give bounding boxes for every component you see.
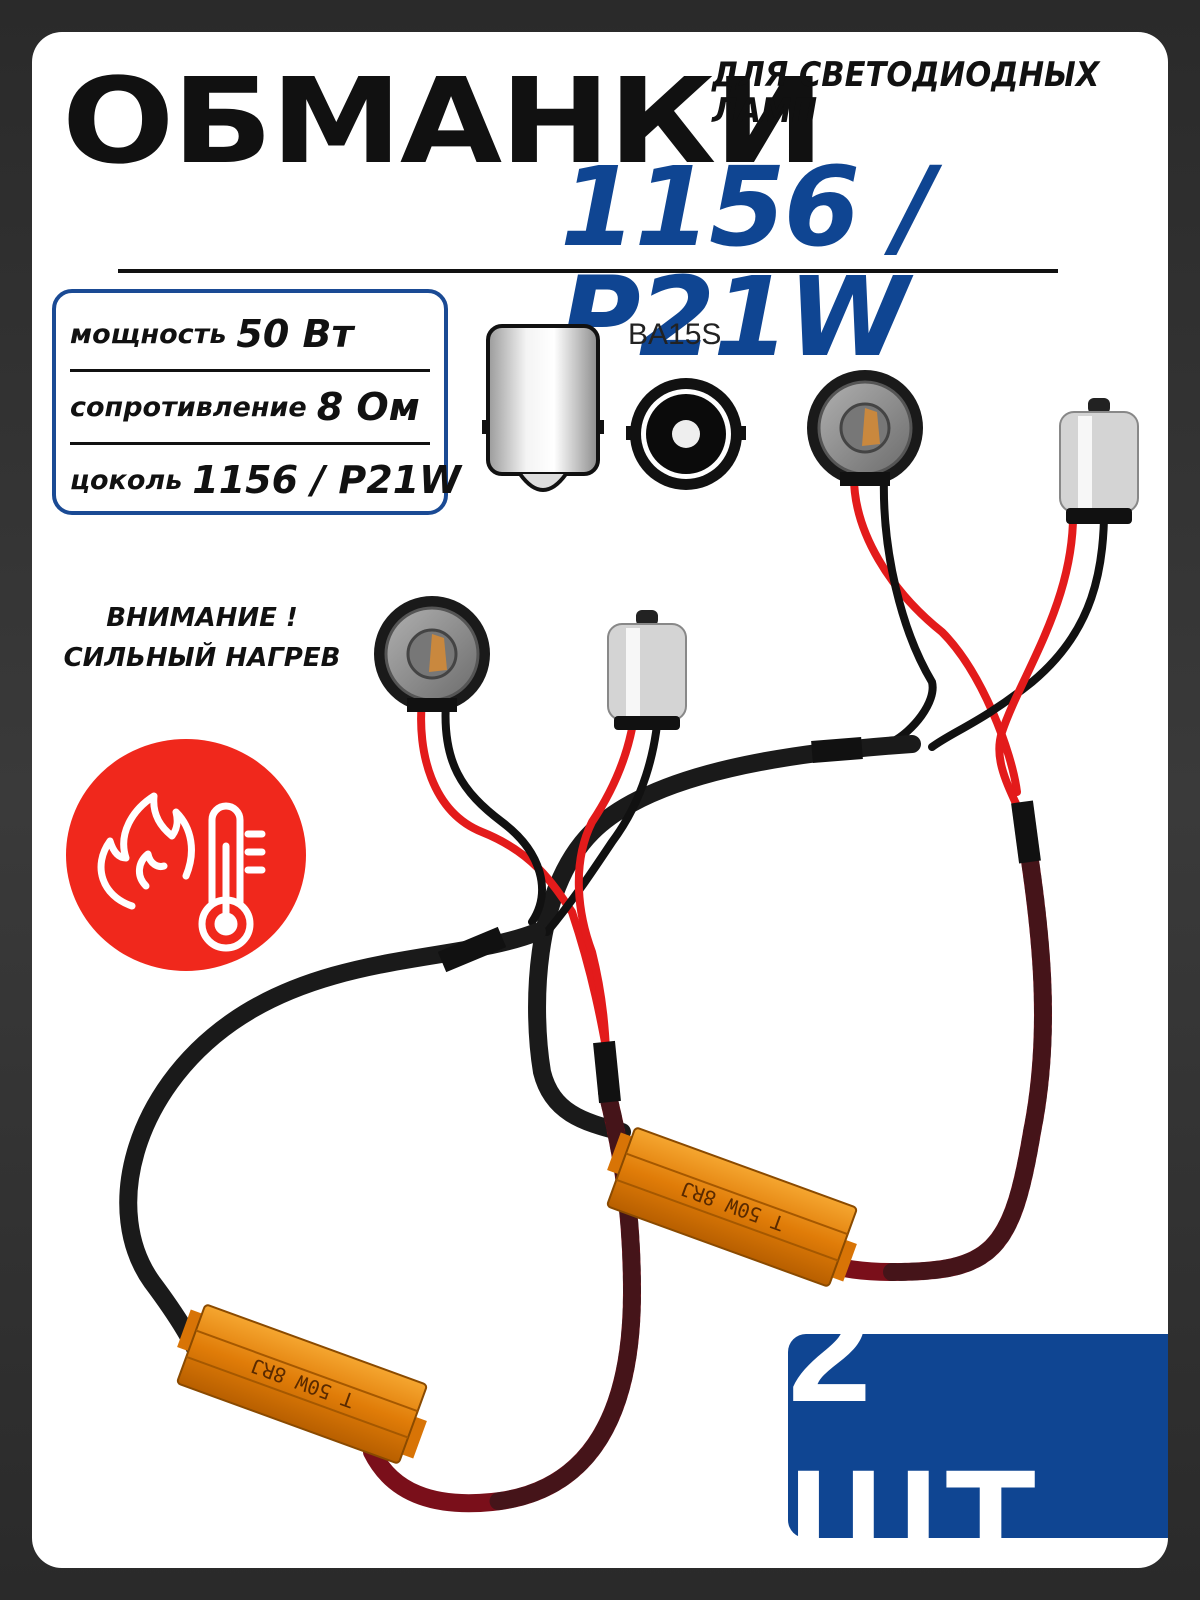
bulb-bottom-icon [626,378,746,490]
warning-line: ВНИМАНИЕ ! [106,603,298,633]
warning-line: СИЛЬНЫЙ НАГРЕВ [63,643,341,674]
bulb-icon [1059,398,1139,524]
product-card: ОБМАНКИ ДЛЯ СВЕТОДИОДНЫХ ЛАМП 1156 / P21… [32,32,1168,1568]
bulb-icon [607,610,687,730]
spec-label: цоколь [70,464,183,496]
spec-value: 50 Вт [236,312,354,356]
spec-row: мощность 50 Вт [70,299,430,372]
bulb-side-icon [482,324,604,492]
quantity-label: 2 ШТ [788,1265,1043,1568]
base-type-label: BA15S [628,318,722,351]
model-heading: 1156 / P21W [560,143,935,381]
wiring-harness-illustration: T 50W 8RJ T 50W 8RJ [119,370,1139,1513]
spec-row: сопротивление 8 Ом [70,372,430,445]
socket-icon [807,370,923,486]
heat-warning-icon [66,739,306,971]
header-divider [118,269,1058,273]
heat-warning: ВНИМАНИЕ ! СИЛЬНЫЙ НАГРЕВ [52,598,352,679]
spec-value: 8 Ом [316,385,420,429]
spec-label: мощность [70,318,227,350]
spec-table: мощность 50 Вт сопротивление 8 Ом цоколь… [52,289,461,515]
page-title: ОБМАНКИ [62,52,825,190]
socket-icon [374,596,490,712]
spec-label: сопротивление [70,391,307,423]
quantity-badge: 2 ШТ [788,1265,1168,1568]
spec-value: 1156 / P21W [192,458,462,502]
spec-row: цоколь 1156 / P21W [70,445,461,515]
subtitle: ДЛЯ СВЕТОДИОДНЫХ ЛАМП [712,55,1100,131]
resistor-icon: T 50W 8RJ [176,1304,428,1464]
resistor-icon: T 50W 8RJ [606,1127,858,1287]
